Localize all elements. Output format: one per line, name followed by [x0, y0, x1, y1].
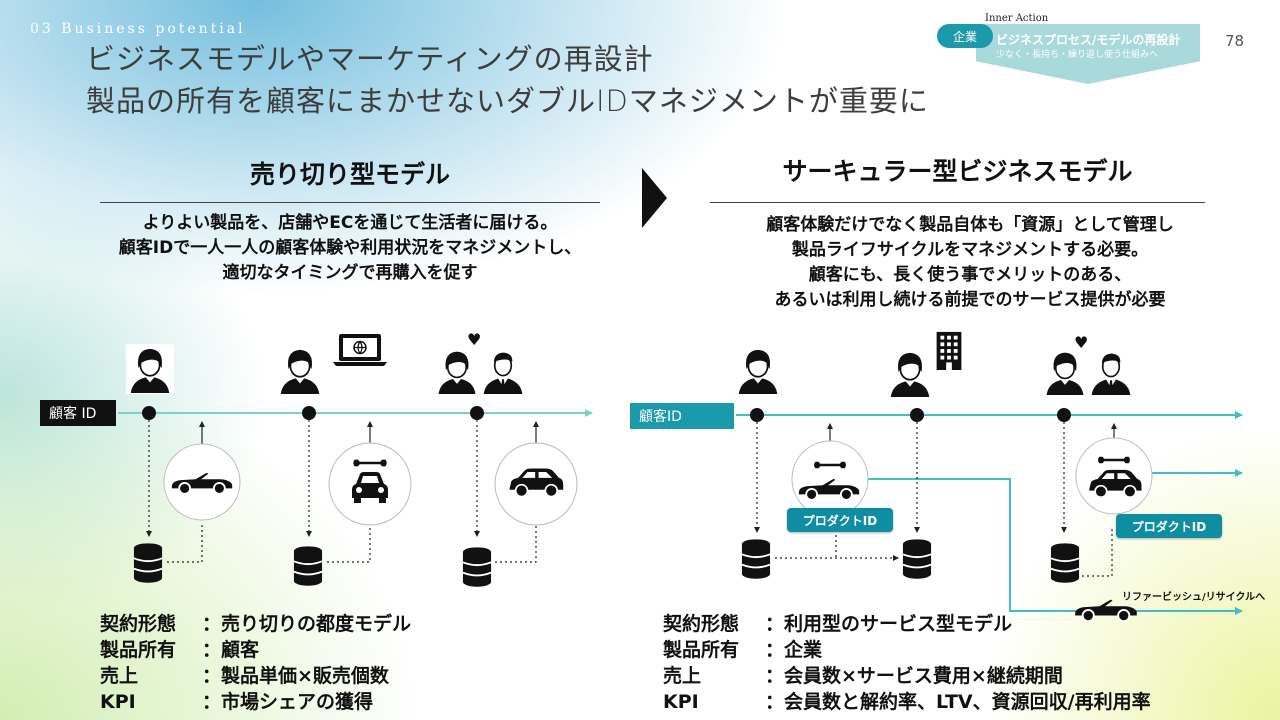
left-desc-line: 顧客IDで一人一人の顧客体験や利用状況をマネジメントし、 — [118, 238, 582, 258]
section-label: 03 Business potential — [30, 21, 246, 37]
right-timeline-nodes — [750, 408, 1071, 422]
database-icon — [462, 546, 492, 588]
left-product-circles — [163, 442, 578, 526]
term-row: 契約形態 ：売り切りの都度モデル — [100, 611, 411, 637]
term-key: 契約形態 — [663, 613, 740, 635]
term-key: 売上 — [663, 665, 702, 687]
term-key: 契約形態 — [100, 613, 177, 635]
heart-icon: ♥ — [1074, 333, 1088, 352]
left-description: よりよい製品を、店舗やECを通じて生活者に届ける。 顧客IDで一人一人の顧客体験… — [40, 211, 660, 286]
corp-pill: 企業 — [937, 24, 993, 48]
left-divider — [100, 202, 600, 203]
left-feedback-arrows — [199, 421, 539, 446]
left-heading: 売り切り型モデル — [249, 160, 450, 189]
left-customer-icons: ♥ — [126, 330, 524, 397]
product-id-tag: プロダクトID — [1116, 514, 1222, 538]
right-terms: 契約形態 ：利用型のサービス型モデル 製品所有 ：企業 売上 ：会員数×サービス費用×… — [663, 611, 1151, 715]
product-id-tag: プロダクトID — [787, 508, 893, 532]
customer-id-tag-right: 顧客ID — [630, 403, 734, 429]
term-key: 製品所有 — [663, 639, 740, 661]
heart-icon: ♥ — [467, 330, 481, 349]
term-row: KPI ：市場シェアの獲得 — [100, 689, 411, 715]
laptop-ec-icon — [332, 333, 388, 367]
right-heading: サーキュラー型ビジネスモデル — [782, 157, 1133, 186]
term-key: KPI — [100, 691, 136, 713]
term-value: ：利用型のサービス型モデル — [765, 613, 1013, 635]
term-value: ：売り切りの都度モデル — [202, 613, 412, 635]
left-desc-line: 適切なタイミングで再購入を促す — [222, 263, 478, 283]
left-terms: 契約形態 ：売り切りの都度モデル 製品所有 ：顧客 売上 ：製品単価×販売個数 KPI… — [100, 611, 411, 715]
page-title-line2: 製品の所有を顧客にまかせないダブルIDマネジメントが重要に — [86, 84, 929, 118]
right-product-circles — [791, 437, 1153, 518]
term-row: 製品所有 ：顧客 — [100, 637, 411, 663]
term-row: 製品所有 ：企業 — [663, 637, 1151, 663]
left-timeline-nodes — [142, 406, 484, 420]
term-value: ：会員数と解約率、LTV、資源回収/再利用率 — [765, 691, 1151, 713]
database-icon — [1050, 542, 1080, 584]
right-databases — [741, 538, 1080, 584]
right-desc-line: 顧客体験だけでなく製品自体も「資源」として管理し — [766, 215, 1174, 235]
term-row: KPI ：会員数と解約率、LTV、資源回収/再利用率 — [663, 689, 1151, 715]
building-icon — [936, 331, 962, 370]
term-value: ：市場シェアの獲得 — [202, 691, 374, 713]
badge-title: ビジネスプロセス/モデルの再設計 — [996, 33, 1181, 47]
database-icon — [902, 538, 932, 580]
term-row: 契約形態 ：利用型のサービス型モデル — [663, 611, 1151, 637]
term-value: ：会員数×サービス費用×継続期間 — [765, 665, 1063, 687]
term-key: 売上 — [100, 665, 139, 687]
term-value: ：顧客 — [202, 639, 260, 661]
database-icon — [741, 538, 771, 580]
left-desc-line: よりよい製品を、店舗やECを通じて生活者に届ける。 — [142, 213, 558, 233]
left-databases — [133, 542, 492, 588]
page-title-line1: ビジネスモデルやマーケティングの再設計 — [86, 42, 654, 76]
database-icon — [293, 545, 323, 587]
term-key: KPI — [663, 691, 699, 713]
term-value: ：製品単価×販売個数 — [202, 665, 389, 687]
right-divider — [710, 202, 1205, 203]
right-desc-line: あるいは利用し続ける前提でのサービス提供が必要 — [774, 290, 1166, 310]
badge-subtitle: 少なく・長持ち・繰り返し使う仕組みへ — [996, 50, 1159, 60]
term-row: 売上 ：製品単価×販売個数 — [100, 663, 411, 689]
right-customer-icons: ♥ — [734, 331, 1134, 399]
customer-id-tag-left: 顧客 ID — [40, 400, 116, 426]
right-dotted-links — [754, 422, 1113, 577]
right-desc-line: 製品ライフサイクルをマネジメントする必要。 — [791, 240, 1149, 260]
right-feedback-arrows — [827, 423, 1117, 443]
right-description: 顧客体験だけでなく製品自体も「資源」として管理し 製品ライフサイクルをマネジメン… — [660, 213, 1280, 313]
term-value: ：企業 — [765, 639, 823, 661]
left-dotted-links — [146, 420, 537, 563]
term-row: 売上 ：会員数×サービス費用×継続期間 — [663, 663, 1151, 689]
right-desc-line: 顧客にも、長く使う事でメリットのある、 — [808, 265, 1132, 285]
term-key: 製品所有 — [100, 639, 177, 661]
inner-action-label: Inner Action — [985, 13, 1049, 24]
refurbish-label: リファービッシュ/リサイクルへ — [1122, 592, 1266, 603]
next-chevron-icon — [642, 168, 667, 228]
page-number: 78 — [1225, 32, 1245, 50]
database-icon — [133, 542, 163, 584]
